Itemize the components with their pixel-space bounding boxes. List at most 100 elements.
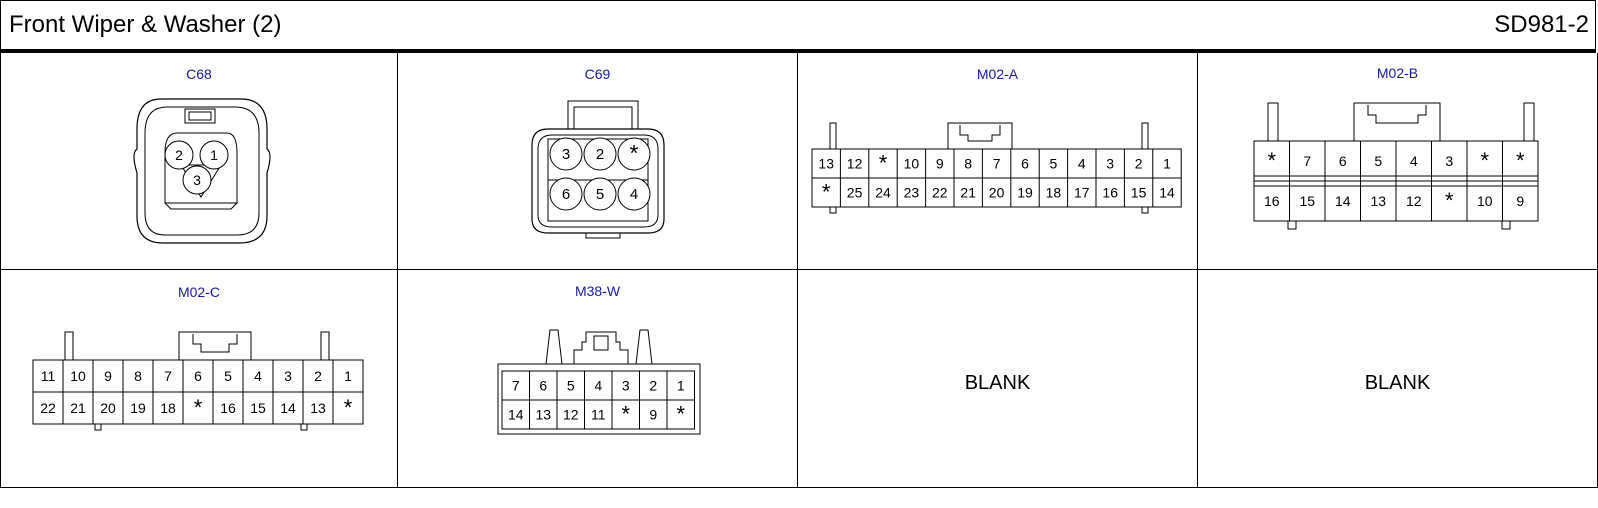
pin-number: 6 [562,186,570,203]
empty-cavity-marker: * [879,151,888,176]
pin-number: 12 [847,156,863,172]
guide-post [1267,102,1279,142]
pin-cavity [583,137,617,171]
pin-number: 19 [130,400,146,416]
pin-number: 13 [818,156,834,172]
pin-cavity [164,140,194,170]
pin-number: 7 [1303,153,1311,169]
pin-number: 11 [41,368,56,384]
c69-latch [567,100,639,129]
pin-number: 9 [1516,193,1524,209]
latch-detail [959,125,1001,142]
pin-number: 4 [1410,153,1418,169]
pin-number: 6 [1339,153,1347,169]
pin-number: 7 [993,156,1001,172]
pin-number: 22 [40,400,56,416]
pin-number: 10 [70,368,86,384]
bottom-tab [1141,206,1149,214]
page-title: Front Wiper & Washer (2) [9,11,282,38]
pin-number: 12 [1406,193,1422,209]
empty-cavity-marker: * [822,180,831,205]
pin-number: 2 [649,378,657,394]
pin-cavity [199,140,229,170]
pin-number: 18 [1046,185,1062,201]
bottom-tab [94,423,102,431]
pin-number: 10 [1477,193,1493,209]
empty-cavity-marker: * [1445,188,1454,213]
pin-number: 5 [224,368,232,384]
latch-detail [192,334,238,353]
latch [573,331,629,364]
connector-label-c68: C68 [186,66,212,82]
guide-post [1141,122,1149,150]
pin-number: 1 [210,147,218,163]
pin-number: 5 [567,378,575,394]
pin-cavity [549,177,583,211]
pin-number: 13 [535,407,551,423]
latch-detail [1367,105,1427,124]
pin-number: 19 [1017,185,1033,201]
empty-cavity-marker: * [630,140,639,166]
c68-outer-shell [133,98,271,244]
empty-cavity-marker: * [1516,148,1525,173]
pin-number: 6 [194,368,202,384]
connector-label-m02b: M02-B [1376,65,1419,81]
pin-number: 21 [70,400,86,416]
pin-number: 20 [989,185,1005,201]
pin-number: 5 [1374,153,1382,169]
c68-latch [184,108,216,124]
pin-number: 20 [100,400,116,416]
pin-number: 8 [964,156,972,172]
pin-number: 2 [175,147,183,163]
pin-number: 7 [164,368,172,384]
guide-post [320,331,330,361]
pin-number: 1 [677,378,685,394]
pin-cavity [182,165,212,195]
cell-blank-2: BLANK [1198,270,1598,488]
connector-label-c69: C69 [584,66,611,82]
c69-outer-shell [531,128,665,234]
empty-cavity-marker: * [1480,148,1489,173]
pin-number: 15 [250,400,266,416]
empty-cavity-marker: * [676,402,685,427]
pin-number: 23 [904,185,920,201]
pin-number: 17 [1074,185,1090,201]
pin-number: 5 [596,186,604,203]
pin-number: 21 [960,185,976,201]
pin-number: 16 [1102,185,1118,201]
pin-number: 1 [344,368,352,384]
header-bar: Front Wiper & Washer (2) SD981-2 [0,0,1596,53]
pin-number: 11 [591,407,606,423]
connector-label-m02c: M02-C [177,284,220,300]
pin-number: 10 [904,156,920,172]
empty-cavity-marker: * [194,395,203,420]
guide-post [829,122,837,150]
guide-post [64,331,74,361]
latch [947,122,1013,150]
pin-number: 9 [104,368,112,384]
pin-number: 5 [1050,156,1058,172]
pin-number: 25 [847,185,863,201]
pin-number: 13 [1370,193,1386,209]
pin-number: 18 [160,400,176,416]
pin-number: 15 [1131,185,1147,201]
pin-number: 6 [1021,156,1029,172]
pin-number: 3 [284,368,292,384]
pin-number: 4 [1078,156,1086,172]
pin-cavity [549,137,583,171]
pin-number: 22 [932,185,948,201]
pin-number: 2 [596,146,604,163]
empty-cavity-marker: * [621,402,630,427]
